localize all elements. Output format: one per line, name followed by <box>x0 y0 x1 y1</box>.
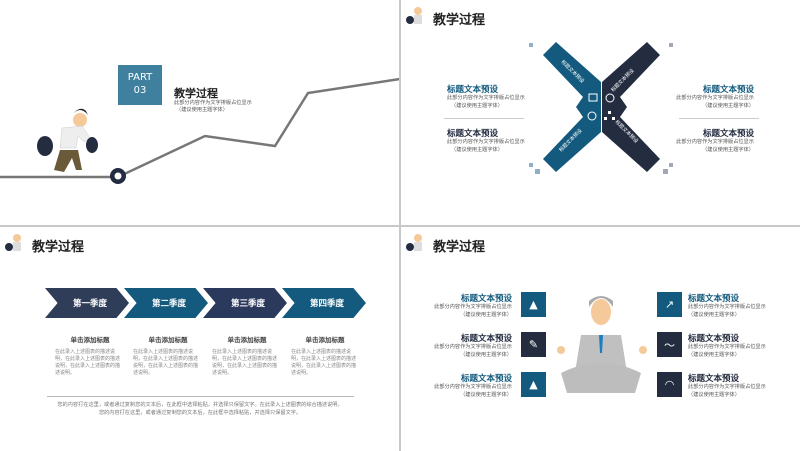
item-line1: 此部分内容作为文字排版占位显示 <box>688 344 766 350</box>
left-item-3: 标题文本预设 此部分内容作为文字排版占位显示 （建议使用主题字体） <box>407 372 512 399</box>
slide-2-cross-diagram[interactable]: 教学过程 标题文本预设 标题文本预设 标题文本预设 标题文本预设 标题文本预设 … <box>401 0 800 225</box>
quarter-desc: 在此录入上述图表的描述说明，在此录入上述图表的描述说明，在此录入上述图表的描述说… <box>291 349 357 376</box>
chevron-q4: 第四季度 <box>282 288 366 318</box>
item-top-right: 标题文本预设 此部分内容作为文字排版占位显示 （建议使用主题字体） <box>674 83 754 110</box>
arrow-bottom-right <box>602 107 660 172</box>
item-line2: （建议使用主题字体） <box>688 391 740 398</box>
item-line2: （建议使用主题字体） <box>702 102 754 109</box>
pushpin-icon: ✎ <box>521 332 546 357</box>
section-desc-line1: 此部分内容作为文字排版占位显示 <box>174 100 252 106</box>
footer-line1: 您的内容打在这里，或者通过复制您的文本后，在此框中选择粘贴，并选择只保留文字。在… <box>57 402 343 408</box>
growth-line <box>0 77 400 184</box>
quarter-heading: 单击添加标题 <box>148 336 188 344</box>
slide-title: 教学过程 <box>32 240 85 255</box>
item-line1: 此部分内容作为文字排版占位显示 <box>688 304 766 310</box>
slide-4-meditation[interactable]: 教学过程 标题文本预设 此部分内容作为文字排版占位显示 （建议使用主题字体） ▲… <box>401 227 800 451</box>
slide-title: 教学过程 <box>433 13 486 28</box>
trend-line-icon: 〜 <box>657 332 682 357</box>
divider <box>679 118 759 119</box>
right-item-1: 标题文本预设 此部分内容作为文字排版占位显示 （建议使用主题字体） <box>688 292 766 319</box>
chevron-q2: 第二季度 <box>124 288 208 318</box>
chevron-q3: 第三季度 <box>203 288 287 318</box>
item-line2: （建议使用主题字体） <box>688 311 740 318</box>
part-number: 03 <box>133 85 147 96</box>
right-item-2: 标题文本预设 此部分内容作为文字排版占位显示 （建议使用主题字体） <box>688 332 766 359</box>
share-icon: ↗ <box>657 292 682 317</box>
item-line2: （建议使用主题字体） <box>688 351 740 358</box>
businessman-running-illustration <box>37 108 98 172</box>
item-line1: 此部分内容作为文字排版占位显示 <box>434 344 512 350</box>
quarter-desc: 在此录入上述图表的描述说明，在此录入上述图表的描述说明，在此录入上述图表的描述说… <box>212 349 278 376</box>
item-line2: （建议使用主题字体） <box>451 102 503 109</box>
divider <box>444 118 524 119</box>
left-item-1: 标题文本预设 此部分内容作为文字排版占位显示 （建议使用主题字体） <box>407 292 512 319</box>
item-title: 标题文本预设 <box>460 334 512 344</box>
slide-1-part-cover[interactable]: PART 03 教学过程 此部分内容作为文字排版占位显示 （建议使用主题字体） <box>0 0 400 225</box>
item-title: 标题文本预设 <box>447 129 499 139</box>
item-title: 标题文本预设 <box>447 85 499 95</box>
item-title: 标题文本预设 <box>688 374 740 384</box>
businessman-logo-icon <box>406 7 422 24</box>
refresh-icon <box>587 111 597 121</box>
item-line1: 此部分内容作为文字排版占位显示 <box>447 139 525 145</box>
item-line2: （建议使用主题字体） <box>451 146 503 153</box>
section-desc-line2: （建议使用主题字体） <box>176 107 228 113</box>
item-bottom-right: 标题文本预设 此部分内容作为文字排版占位显示 （建议使用主题字体） <box>674 127 754 154</box>
arrow-top-left <box>543 42 601 107</box>
globe-icon <box>605 93 615 103</box>
businessman-logo-icon <box>5 234 21 251</box>
businessman-logo-icon <box>406 234 422 251</box>
item-line1: 此部分内容作为文字排版占位显示 <box>434 384 512 390</box>
calendar-icon <box>588 93 598 102</box>
item-line2: （建议使用主题字体） <box>460 351 512 358</box>
arrow-top-right <box>602 42 660 107</box>
item-line2: （建议使用主题字体） <box>702 146 754 153</box>
org-chart-icon <box>604 111 615 120</box>
section-title: 教学过程 <box>174 87 218 100</box>
meditating-businessman-illustration <box>557 296 647 393</box>
chevron-q1: 第一季度 <box>45 288 129 318</box>
divider <box>47 396 354 397</box>
wifi-icon: ◠ <box>657 372 682 397</box>
slide-title: 教学过程 <box>433 240 486 255</box>
item-line1: 此部分内容作为文字排版占位显示 <box>676 95 754 101</box>
traffic-cone-icon: ▲ <box>521 372 546 397</box>
right-item-3: 标题文本预设 此部分内容作为文字排版占位显示 （建议使用主题字体） <box>688 372 766 399</box>
quarter-desc: 在此录入上述图表的描述说明，在此录入上述图表的描述说明，在此录入上述图表的描述说… <box>55 349 121 376</box>
item-title: 标题文本预设 <box>688 294 740 304</box>
quarter-heading: 单击添加标题 <box>305 336 345 344</box>
slide-3-quarters[interactable]: 教学过程 第一季度 第二季度 第三季度 第四季度 单击添加标题 单击添加标题 单… <box>0 227 400 451</box>
item-title: 标题文本预设 <box>460 374 512 384</box>
gear-icon <box>110 168 126 184</box>
item-line2: （建议使用主题字体） <box>460 391 512 398</box>
item-title: 标题文本预设 <box>688 334 740 344</box>
part-badge: PART 03 <box>118 65 162 105</box>
cross-arrows-diagram: 标题文本预设 标题文本预设 标题文本预设 标题文本预设 <box>529 42 673 174</box>
item-top-left: 标题文本预设 此部分内容作为文字排版占位显示 （建议使用主题字体） <box>447 83 525 110</box>
item-line1: 此部分内容作为文字排版占位显示 <box>434 304 512 310</box>
item-line2: （建议使用主题字体） <box>460 311 512 318</box>
item-title: 标题文本预设 <box>460 294 512 304</box>
part-label: PART <box>127 72 153 83</box>
grid-divider-horizontal <box>0 225 800 227</box>
item-line1: 此部分内容作为文字排版占位显示 <box>447 95 525 101</box>
quarter-heading: 单击添加标题 <box>70 336 110 344</box>
arrow-bottom-left <box>543 107 601 172</box>
item-line1: 此部分内容作为文字排版占位显示 <box>676 139 754 145</box>
left-item-2: 标题文本预设 此部分内容作为文字排版占位显示 （建议使用主题字体） <box>407 332 512 359</box>
item-bottom-left: 标题文本预设 此部分内容作为文字排版占位显示 （建议使用主题字体） <box>447 127 525 154</box>
quarter-desc: 在此录入上述图表的描述说明，在此录入上述图表的描述说明，在此录入上述图表的描述说… <box>133 349 199 376</box>
water-drop-icon: ▲ <box>521 292 546 317</box>
quarter-heading: 单击添加标题 <box>227 336 267 344</box>
item-title: 标题文本预设 <box>702 129 754 139</box>
footer-line2: 您的内容打在这里，或者通过复制您的文本后，在此框中选择粘贴，并选择只保留文字。 <box>98 410 302 416</box>
item-title: 标题文本预设 <box>702 85 754 95</box>
item-line1: 此部分内容作为文字排版占位显示 <box>688 384 766 390</box>
